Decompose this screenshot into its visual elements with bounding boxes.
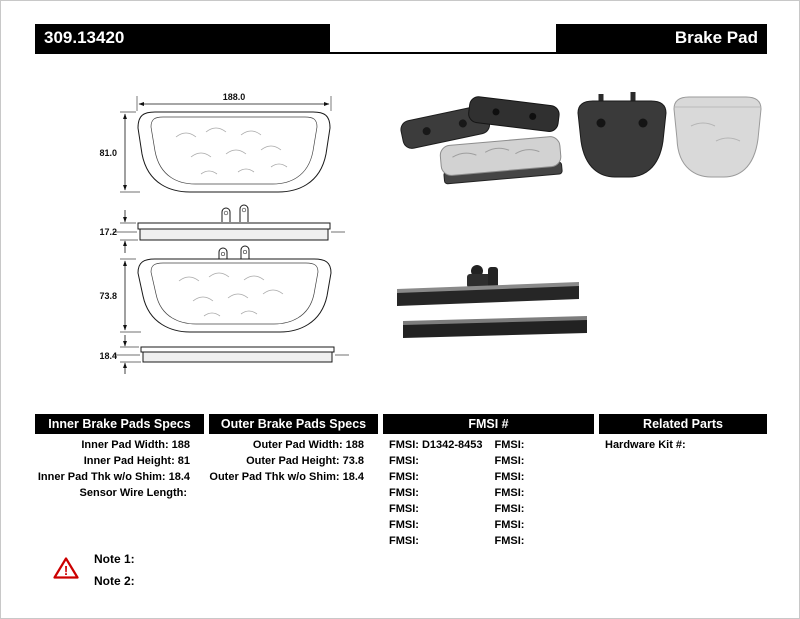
fmsi-subcolumn-2: FMSI: FMSI: FMSI: FMSI: FMSI: FMSI: FMSI… bbox=[489, 437, 595, 549]
photo-pads-angled bbox=[400, 96, 563, 185]
spec-label: FMSI: bbox=[494, 471, 525, 483]
fmsi-row: FMSI: bbox=[495, 437, 595, 453]
fmsi-row: FMSI: bbox=[495, 453, 595, 469]
fmsi-row: FMSI: bbox=[389, 533, 489, 549]
spec-row: Inner Pad Thk w/o Shim:18.4 bbox=[35, 469, 204, 485]
spec-value: 188 bbox=[345, 439, 364, 451]
notes-section: ! Note 1: Note 2: bbox=[53, 553, 135, 597]
dimension-inner-pad-height: 81.0 bbox=[99, 148, 117, 158]
related-parts-header: Related Parts bbox=[599, 414, 767, 434]
spec-label: Hardware Kit #: bbox=[605, 439, 686, 451]
spec-table-body: Inner Pad Width:188 Inner Pad Height:81 … bbox=[35, 437, 767, 549]
spec-value: 18.4 bbox=[168, 471, 190, 483]
fmsi-row: FMSI:D1342-8453 bbox=[389, 437, 489, 453]
spec-label: Outer Pad Width: bbox=[252, 439, 343, 451]
fmsi-row: FMSI: bbox=[495, 517, 595, 533]
spec-row: Inner Pad Width:188 bbox=[35, 437, 204, 453]
fmsi-column: FMSI:D1342-8453 FMSI: FMSI: FMSI: FMSI: … bbox=[383, 437, 594, 549]
spec-table-headers: Inner Brake Pads Specs Outer Brake Pads … bbox=[35, 414, 767, 434]
spec-value: 18.4 bbox=[342, 471, 364, 483]
spec-label: Inner Pad Height: bbox=[83, 455, 175, 467]
outer-pad-front-view: 73.8 bbox=[99, 245, 332, 333]
technical-drawing: 188.0 81.0 17.2 bbox=[99, 92, 762, 374]
spec-label: Inner Pad Thk w/o Shim: bbox=[37, 471, 166, 483]
spec-label: FMSI: bbox=[389, 471, 419, 483]
svg-text:!: ! bbox=[64, 563, 68, 578]
spec-value: D1342-8453 bbox=[421, 439, 483, 451]
fmsi-row: FMSI: bbox=[495, 533, 595, 549]
fmsi-row: FMSI: bbox=[389, 453, 489, 469]
spec-label: FMSI: bbox=[389, 439, 419, 451]
fmsi-row: FMSI: bbox=[389, 469, 489, 485]
spec-value: 73.8 bbox=[342, 455, 364, 467]
spec-label: FMSI: bbox=[389, 455, 419, 467]
spec-value: 81 bbox=[177, 455, 190, 467]
spec-label: FMSI: bbox=[494, 503, 525, 515]
spec-row: Inner Pad Height:81 bbox=[35, 453, 204, 469]
photo-pads-front bbox=[577, 92, 762, 178]
note-2: Note 2: bbox=[94, 574, 135, 588]
fmsi-header: FMSI # bbox=[383, 414, 594, 434]
spec-label: FMSI: bbox=[389, 487, 419, 499]
spec-label: Outer Pad Height: bbox=[246, 455, 340, 467]
fmsi-row: FMSI: bbox=[495, 501, 595, 517]
outer-pad-edge-view: 18.4 bbox=[99, 335, 349, 374]
spec-label: FMSI: bbox=[494, 535, 525, 547]
notes-text: Note 1: Note 2: bbox=[94, 553, 135, 597]
dimension-outer-pad-thickness: 18.4 bbox=[99, 351, 117, 361]
fmsi-grid: FMSI:D1342-8453 FMSI: FMSI: FMSI: FMSI: … bbox=[383, 437, 594, 549]
spec-row: Outer Pad Width:188 bbox=[209, 437, 378, 453]
header: 309.13420 Brake Pad bbox=[35, 24, 767, 54]
spec-label: FMSI: bbox=[494, 439, 525, 451]
dimension-inner-pad-width: 188.0 bbox=[223, 92, 246, 102]
dimension-outer-pad-height: 73.8 bbox=[99, 291, 117, 301]
spec-label: FMSI: bbox=[389, 535, 419, 547]
spec-label: Outer Pad Thk w/o Shim: bbox=[209, 471, 340, 483]
fmsi-row: FMSI: bbox=[389, 501, 489, 517]
inner-specs-column: Inner Pad Width:188 Inner Pad Height:81 … bbox=[35, 437, 204, 549]
part-number: 309.13420 bbox=[35, 24, 330, 52]
related-parts-column: Hardware Kit #: bbox=[599, 437, 767, 549]
spec-table: Inner Brake Pads Specs Outer Brake Pads … bbox=[35, 414, 767, 549]
spec-label: FMSI: bbox=[389, 503, 419, 515]
inner-pad-front-view: 188.0 81.0 bbox=[99, 92, 332, 193]
spec-row: Hardware Kit #: bbox=[605, 437, 767, 453]
spec-label: FMSI: bbox=[494, 487, 525, 499]
warning-triangle-icon: ! bbox=[53, 557, 79, 579]
inner-pad-edge-view: 17.2 bbox=[99, 204, 345, 253]
spec-label: Sensor Wire Length: bbox=[79, 487, 187, 499]
fmsi-row: FMSI: bbox=[495, 469, 595, 485]
header-gap bbox=[330, 24, 556, 52]
spec-value: 188 bbox=[171, 439, 190, 451]
inner-specs-header: Inner Brake Pads Specs bbox=[35, 414, 204, 434]
spec-label: FMSI: bbox=[494, 519, 525, 531]
photo-pads-edge-on bbox=[397, 265, 587, 338]
outer-specs-header: Outer Brake Pads Specs bbox=[209, 414, 378, 434]
spec-row: Outer Pad Height:73.8 bbox=[209, 453, 378, 469]
fmsi-subcolumn-1: FMSI:D1342-8453 FMSI: FMSI: FMSI: FMSI: … bbox=[383, 437, 489, 549]
fmsi-row: FMSI: bbox=[495, 485, 595, 501]
spec-label: FMSI: bbox=[494, 455, 525, 467]
product-type-title: Brake Pad bbox=[556, 24, 767, 52]
fmsi-row: FMSI: bbox=[389, 485, 489, 501]
spec-label: FMSI: bbox=[389, 519, 419, 531]
fmsi-row: FMSI: bbox=[389, 517, 489, 533]
spec-row: Sensor Wire Length: bbox=[35, 485, 204, 501]
spec-row: Outer Pad Thk w/o Shim:18.4 bbox=[209, 469, 378, 485]
note-1: Note 1: bbox=[94, 552, 135, 566]
spec-label: Inner Pad Width: bbox=[81, 439, 169, 451]
outer-specs-column: Outer Pad Width:188 Outer Pad Height:73.… bbox=[209, 437, 378, 549]
dimension-inner-pad-thickness: 17.2 bbox=[99, 227, 117, 237]
